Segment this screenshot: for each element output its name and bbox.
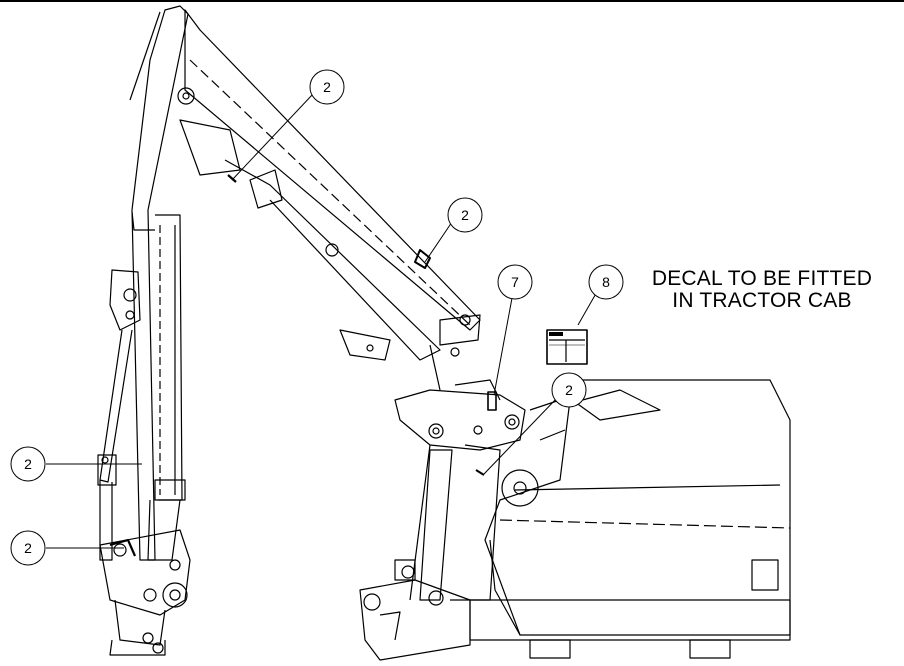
callout-leaders (46, 93, 599, 549)
callout-balloon: 7 (497, 264, 533, 300)
callout-number: 2 (565, 382, 573, 398)
upper-boom (177, 9, 481, 361)
callout-number: 2 (461, 207, 469, 223)
cab-decal-note-line2: IN TRACTOR CAB (672, 289, 852, 312)
lift-ram (97, 269, 141, 561)
callout-number: 2 (323, 79, 331, 95)
cab-decal-note: DECAL TO BE FITTED IN TRACTOR CAB (632, 268, 892, 312)
tractor-mount (359, 559, 471, 661)
cab-decal-note-line1: DECAL TO BE FITTED (651, 267, 873, 290)
callout-balloon: 2 (447, 197, 483, 233)
callout-number: 2 (24, 540, 32, 556)
left-foot (99, 529, 191, 656)
callout-balloon: 2 (10, 530, 46, 566)
main-post (129, 5, 189, 561)
callout-number: 8 (602, 274, 610, 290)
callout-balloon: 2 (10, 446, 46, 482)
callout-balloon: 8 (588, 264, 624, 300)
page-top-border (0, 0, 904, 2)
callout-balloon: 2 (309, 69, 345, 105)
callout-number: 2 (24, 456, 32, 472)
callout-number: 7 (511, 274, 519, 290)
callout-balloon: 2 (551, 372, 587, 408)
cab-decal-graphic (546, 329, 588, 365)
